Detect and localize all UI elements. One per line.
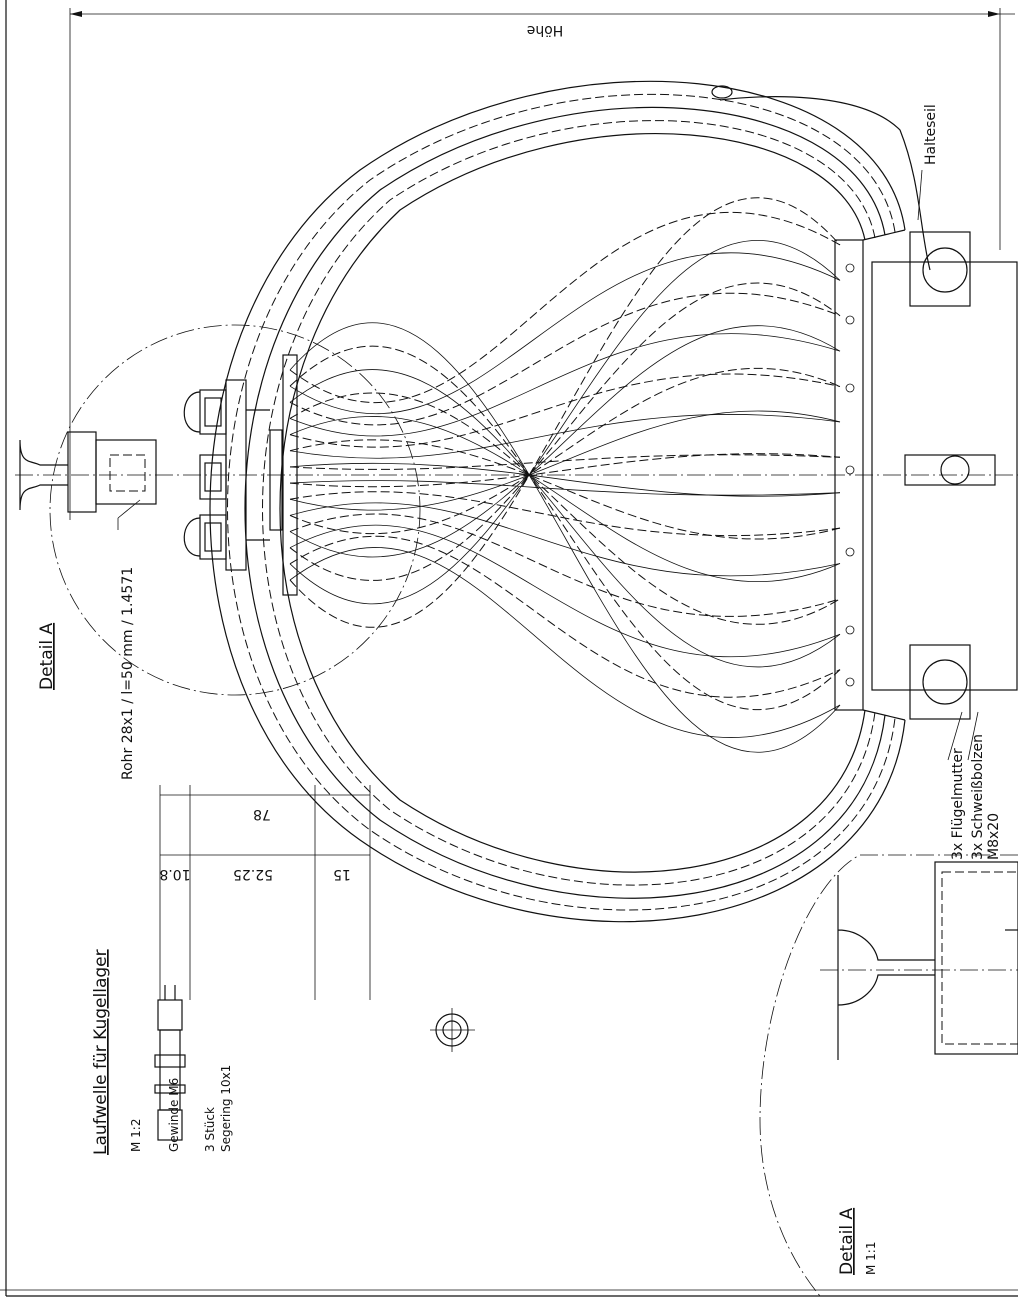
dim-middle: 52.25 [233,866,273,882]
stueck-label: 3 Stück [203,1107,217,1152]
gore-line [289,367,841,535]
gore-line [289,462,841,497]
fittings-callout: 3x Flügelmutter 3x Schweißbolzen M8x20 [947,711,1002,860]
dim-left: 10.8 [159,866,190,882]
gore-line [289,480,841,496]
gewinde-label: Gewinde M6 [167,1078,181,1152]
gore-line [289,282,841,581]
gore-line [289,414,841,459]
rohr-callout: Rohr 28x1 / l=50 mm / 1.4571 [117,499,141,780]
detail-a-circle [49,324,421,696]
gore-line [289,502,841,577]
gore-line [289,524,841,657]
svg-text:3x Schweißbolzen: 3x Schweißbolzen [970,734,986,860]
height-label: Höhe [527,22,564,38]
laufwelle-section: Laufwelle für Kugellager M 1:2 Gewinde M… [91,785,475,1155]
gore-line [289,345,841,711]
gore-line [289,547,841,738]
segering-label: Segering 10x1 [219,1065,233,1152]
gore-line [289,410,841,511]
gore-line [289,211,841,404]
gore-line [289,513,841,617]
dim-right: 15 [333,866,351,882]
svg-text:Rohr 28x1 / l=50 mm / 1.4571: Rohr 28x1 / l=50 mm / 1.4571 [120,567,136,780]
gore-line [289,252,841,414]
gore-line [289,197,841,628]
svg-text:M 1:1: M 1:1 [864,1242,878,1275]
gore-line [289,535,841,698]
svg-text:Halteseil: Halteseil [923,104,939,165]
gore-line [289,453,841,488]
detail-a-enlarged: Detail A M 1:1 [759,854,1018,1297]
gore-line [289,373,841,448]
dim-overall: 78 [253,806,271,822]
laufwelle-scale: M 1:2 [129,1119,143,1152]
svg-text:3x Flügelmutter: 3x Flügelmutter [950,748,966,860]
height-dimension: Höhe [69,8,1015,520]
gore-line [289,325,841,558]
gore-line [289,333,841,437]
svg-text:M8x20: M8x20 [986,813,1002,860]
laufwelle-title: Laufwelle für Kugellager [91,949,111,1155]
balloon-gores [289,197,841,753]
detail-a-top-label: Detail A [37,623,57,690]
balloon-envelope [209,80,906,923]
gore-line [289,239,841,605]
gore-line [289,491,841,537]
halteseil-label: Halteseil [917,104,939,221]
gore-line [289,416,841,583]
svg-text:Detail A: Detail A [837,1208,857,1275]
gore-line [289,392,841,625]
gore-line [289,322,841,753]
gore-line [289,292,841,426]
